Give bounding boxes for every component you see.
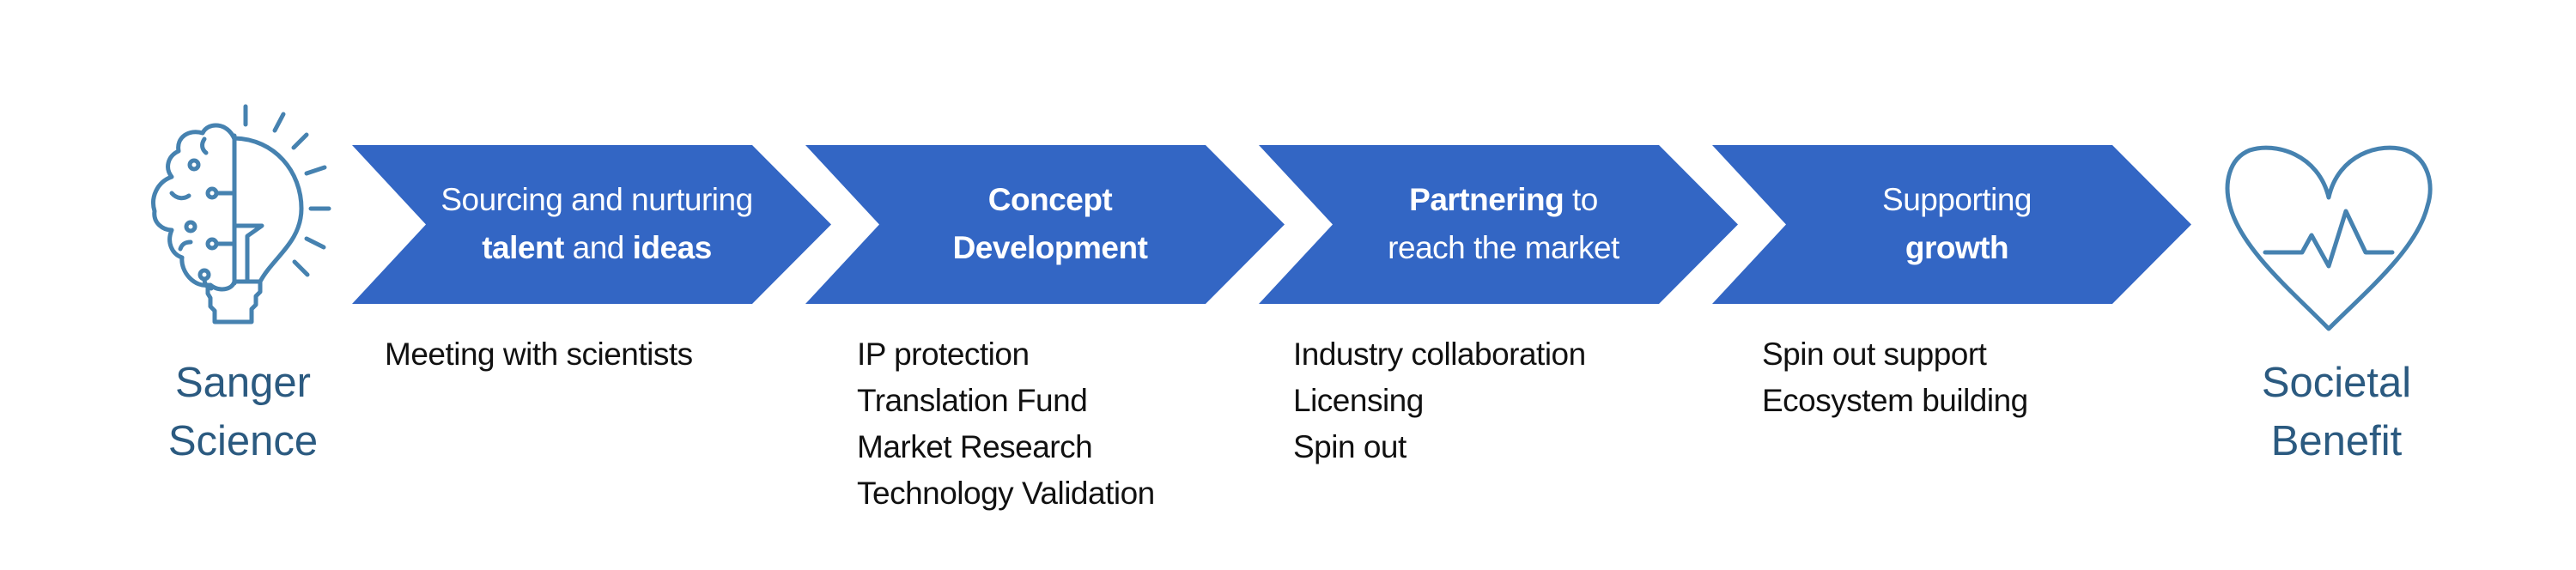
list-item: Ecosystem building [1762,383,2028,418]
brain-lightbulb-icon [151,104,331,324]
chevron-shape [1712,145,2191,304]
stage-title-text: to [1564,182,1598,217]
list-item: Technology Validation [857,476,1155,511]
stage-arrow-3: Partnering to reach the market [1259,145,1740,304]
heart-pulse-icon [2225,145,2433,331]
stage-title-emphasis: ideas [632,230,713,265]
stage-title-text: and [563,230,633,265]
end-label: Societal Benefit [2208,354,2465,470]
list-item: Spin out support [1762,337,1987,372]
stage-title: Sourcing and nurturing talent and ideas [434,176,760,272]
end-label-line2: Benefit [2270,418,2403,464]
chevron-shape [352,145,831,304]
stage-activities-list: Meeting with scientists [385,331,693,378]
stage-title-text: Supporting [1882,182,2032,217]
stage-title-line: reach the market [1340,224,1667,272]
stage-title-text: reach the market [1388,230,1619,265]
stage-title-emphasis: Concept [987,182,1113,217]
start-label-line2: Science [167,418,319,464]
chevron-shape [805,145,1285,304]
stage-title-line: growth [1794,224,2120,272]
stage-title-emphasis: Development [952,230,1148,265]
stage-title-line: Sourcing and nurturing [434,176,760,224]
stage-title: Partnering to reach the market [1340,176,1667,272]
start-label: Sanger Science [114,354,372,470]
stage-title-text: Sourcing and nurturing [440,182,753,217]
stage-title-line: Supporting [1794,176,2120,224]
list-item: Industry collaboration [1293,337,1586,372]
stage-title: Supporting growth [1794,176,2120,272]
stage-arrow-1: Sourcing and nurturing talent and ideas [352,145,833,304]
list-item: Translation Fund [857,383,1088,418]
stage-title-line: talent and ideas [434,224,760,272]
list-item: Spin out [1293,429,1406,464]
list-item: Market Research [857,429,1093,464]
list-item: Licensing [1293,383,1424,418]
stage-title-emphasis: growth [1905,230,2009,265]
chevron-shape [1259,145,1738,304]
stage-title-emphasis: Partnering [1409,182,1564,217]
start-label-line1: Sanger [174,360,311,406]
stage-title-emphasis: talent [482,230,564,265]
stage-arrow-4: Supporting growth [1712,145,2193,304]
stage-title-line: Development [887,224,1213,272]
list-item: IP protection [857,337,1030,372]
stage-title-line: Partnering to [1340,176,1667,224]
list-item: Meeting with scientists [385,337,693,372]
stage-title-line: Concept [887,176,1213,224]
end-label-line1: Societal [2261,360,2412,406]
